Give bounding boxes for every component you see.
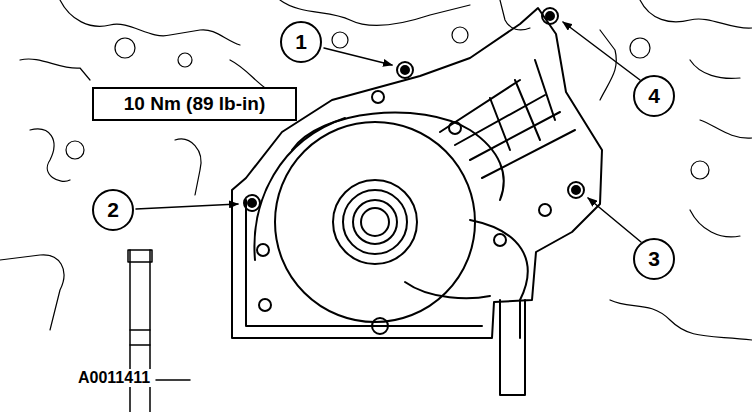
figure-id: A0011411: [76, 369, 152, 387]
leader-lines: [136, 22, 641, 380]
callout-circle: 1: [280, 21, 322, 63]
callout-circle: 4: [633, 75, 675, 117]
callout-number: 4: [648, 84, 660, 108]
callout-number: 1: [295, 30, 307, 54]
torque-spec-box: 10 Nm (89 lb-in): [92, 87, 297, 121]
callout-number: 2: [107, 198, 119, 222]
oil-pump-housing: [232, 8, 602, 395]
tube: [128, 250, 152, 412]
engine-block: [0, 0, 752, 340]
callout-circle: 2: [92, 189, 134, 231]
torque-value: 10 Nm (89 lb-in): [124, 93, 265, 115]
callout-circle: 3: [633, 238, 675, 280]
callout-number: 3: [648, 247, 660, 271]
